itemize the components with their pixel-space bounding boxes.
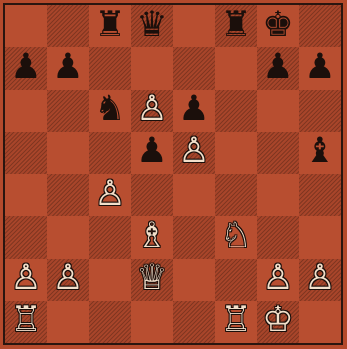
square-f1[interactable]: ♖ xyxy=(215,301,257,343)
square-g3[interactable] xyxy=(257,216,299,258)
square-c3[interactable] xyxy=(89,216,131,258)
square-d5[interactable]: ♟ xyxy=(131,132,173,174)
black-pawn-icon[interactable]: ♟ xyxy=(262,50,293,85)
white-knight-icon[interactable]: ♘ xyxy=(220,219,251,254)
square-h7[interactable]: ♟ xyxy=(299,47,341,89)
square-h2[interactable]: ♙ xyxy=(299,259,341,301)
black-pawn-icon[interactable]: ♟ xyxy=(304,50,335,85)
white-rook-icon[interactable]: ♖ xyxy=(220,303,251,338)
white-rook-icon[interactable]: ♖ xyxy=(10,303,41,338)
square-a2[interactable]: ♙ xyxy=(5,259,47,301)
square-d8[interactable]: ♛ xyxy=(131,5,173,47)
square-a8[interactable] xyxy=(5,5,47,47)
square-a3[interactable] xyxy=(5,216,47,258)
black-bishop-icon[interactable]: ♝ xyxy=(304,134,335,169)
square-b2[interactable]: ♙ xyxy=(47,259,89,301)
square-c2[interactable] xyxy=(89,259,131,301)
square-d7[interactable] xyxy=(131,47,173,89)
square-f5[interactable] xyxy=(215,132,257,174)
square-c8[interactable]: ♜ xyxy=(89,5,131,47)
square-f8[interactable]: ♜ xyxy=(215,5,257,47)
square-h4[interactable] xyxy=(299,174,341,216)
black-pawn-icon[interactable]: ♟ xyxy=(10,50,41,85)
square-f7[interactable] xyxy=(215,47,257,89)
square-g5[interactable] xyxy=(257,132,299,174)
square-c6[interactable]: ♞ xyxy=(89,90,131,132)
square-b3[interactable] xyxy=(47,216,89,258)
square-c7[interactable] xyxy=(89,47,131,89)
square-d4[interactable] xyxy=(131,174,173,216)
white-king-icon[interactable]: ♔ xyxy=(262,303,293,338)
square-c5[interactable] xyxy=(89,132,131,174)
square-d3[interactable]: ♗ xyxy=(131,216,173,258)
square-d1[interactable] xyxy=(131,301,173,343)
square-g1[interactable]: ♔ xyxy=(257,301,299,343)
square-h6[interactable] xyxy=(299,90,341,132)
white-queen-icon[interactable]: ♕ xyxy=(136,261,167,296)
square-e1[interactable] xyxy=(173,301,215,343)
chess-board: ♜ ♛ ♜ ♚ ♟ ♟ ♟ ♟ ♞ ♙ ♟ ♟ ♙ ♝ ♙ ♗ ♘ ♙ ♙ ♕ ♙ ♙ ♖ ♖ ♔ xyxy=(3,3,343,345)
square-e2[interactable] xyxy=(173,259,215,301)
square-h1[interactable] xyxy=(299,301,341,343)
square-a1[interactable]: ♖ xyxy=(5,301,47,343)
white-pawn-icon[interactable]: ♙ xyxy=(10,261,41,296)
square-c1[interactable] xyxy=(89,301,131,343)
square-b1[interactable] xyxy=(47,301,89,343)
white-pawn-icon[interactable]: ♙ xyxy=(178,134,209,169)
black-pawn-icon[interactable]: ♟ xyxy=(178,92,209,127)
square-a4[interactable] xyxy=(5,174,47,216)
square-f2[interactable] xyxy=(215,259,257,301)
square-d6[interactable]: ♙ xyxy=(131,90,173,132)
square-h8[interactable] xyxy=(299,5,341,47)
black-rook-icon[interactable]: ♜ xyxy=(220,8,251,43)
square-e5[interactable]: ♙ xyxy=(173,132,215,174)
square-b6[interactable] xyxy=(47,90,89,132)
square-b5[interactable] xyxy=(47,132,89,174)
black-pawn-icon[interactable]: ♟ xyxy=(136,134,167,169)
black-king-icon[interactable]: ♚ xyxy=(262,8,293,43)
square-b7[interactable]: ♟ xyxy=(47,47,89,89)
square-a7[interactable]: ♟ xyxy=(5,47,47,89)
square-a5[interactable] xyxy=(5,132,47,174)
square-e7[interactable] xyxy=(173,47,215,89)
square-f3[interactable]: ♘ xyxy=(215,216,257,258)
square-h3[interactable] xyxy=(299,216,341,258)
square-g2[interactable]: ♙ xyxy=(257,259,299,301)
square-g6[interactable] xyxy=(257,90,299,132)
white-pawn-icon[interactable]: ♙ xyxy=(262,261,293,296)
square-c4[interactable]: ♙ xyxy=(89,174,131,216)
square-g4[interactable] xyxy=(257,174,299,216)
square-e8[interactable] xyxy=(173,5,215,47)
square-g8[interactable]: ♚ xyxy=(257,5,299,47)
square-d2[interactable]: ♕ xyxy=(131,259,173,301)
square-e6[interactable]: ♟ xyxy=(173,90,215,132)
square-f6[interactable] xyxy=(215,90,257,132)
square-f4[interactable] xyxy=(215,174,257,216)
black-queen-icon[interactable]: ♛ xyxy=(136,8,167,43)
black-pawn-icon[interactable]: ♟ xyxy=(52,50,83,85)
white-pawn-icon[interactable]: ♙ xyxy=(94,177,125,212)
square-g7[interactable]: ♟ xyxy=(257,47,299,89)
white-bishop-icon[interactable]: ♗ xyxy=(136,219,167,254)
square-e3[interactable] xyxy=(173,216,215,258)
square-b8[interactable] xyxy=(47,5,89,47)
square-e4[interactable] xyxy=(173,174,215,216)
white-pawn-icon[interactable]: ♙ xyxy=(52,261,83,296)
white-pawn-icon[interactable]: ♙ xyxy=(136,92,167,127)
square-b4[interactable] xyxy=(47,174,89,216)
square-a6[interactable] xyxy=(5,90,47,132)
square-h5[interactable]: ♝ xyxy=(299,132,341,174)
black-knight-icon[interactable]: ♞ xyxy=(94,92,125,127)
black-rook-icon[interactable]: ♜ xyxy=(94,8,125,43)
white-pawn-icon[interactable]: ♙ xyxy=(304,261,335,296)
